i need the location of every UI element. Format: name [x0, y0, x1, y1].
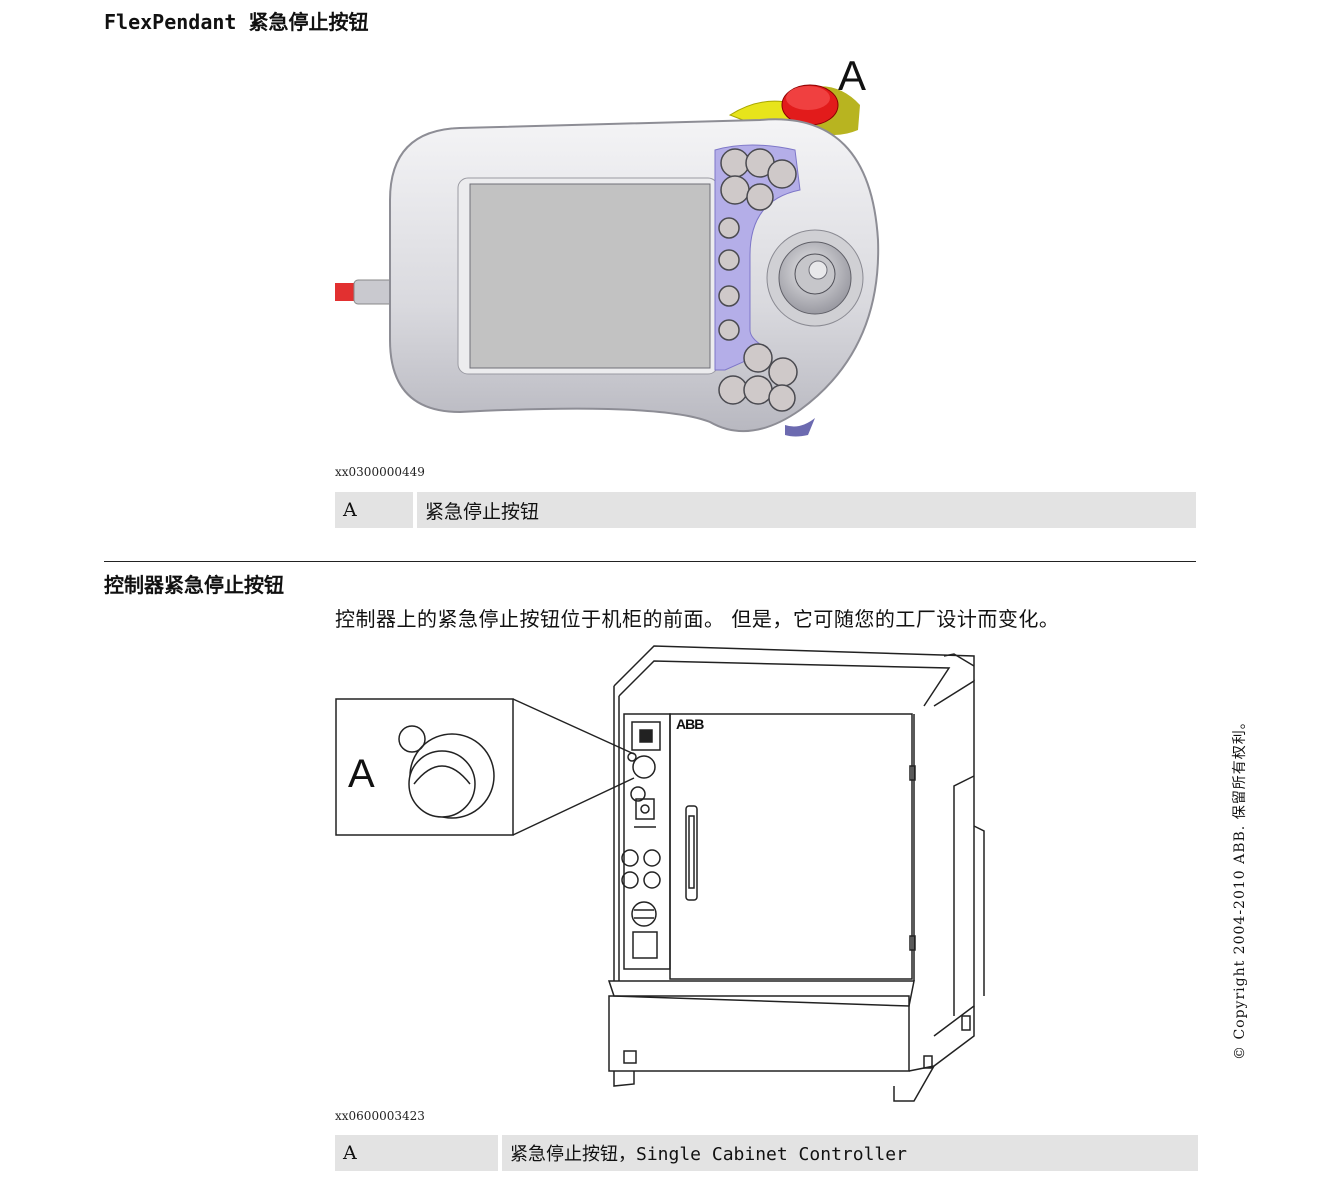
- figure-callout-a: A: [838, 52, 867, 99]
- key-10[interactable]: [743, 343, 773, 373]
- estop-button[interactable]: [632, 755, 656, 779]
- key-8[interactable]: [718, 285, 740, 307]
- cabinet-base: [608, 995, 910, 1072]
- section-divider: [104, 561, 1196, 562]
- inset-callout-a: A: [348, 752, 375, 796]
- key-11[interactable]: [768, 357, 798, 387]
- cabinet-door: [669, 713, 913, 980]
- inset-estop-button: [408, 750, 476, 818]
- key-7[interactable]: [718, 249, 740, 271]
- legend-value: 紧急停止按钮: [425, 500, 540, 523]
- key-14[interactable]: [768, 384, 796, 412]
- key-4[interactable]: [720, 175, 750, 205]
- flexpendant-illustration: [335, 84, 880, 437]
- cable-connector: [335, 283, 355, 301]
- key-5[interactable]: [746, 183, 774, 211]
- abb-logo: ABB: [676, 716, 704, 732]
- key-1[interactable]: [720, 148, 750, 178]
- legend-value: 紧急停止按钮，Single Cabinet Controller: [510, 1144, 907, 1165]
- figure-id: xx0300000449: [335, 465, 425, 479]
- key-3[interactable]: [767, 159, 797, 189]
- legend-table: A 紧急停止按钮: [335, 492, 1196, 528]
- legend-key: A: [343, 499, 357, 521]
- figure-id: xx0600003423: [335, 1109, 425, 1123]
- zoom-lines: [512, 698, 635, 836]
- key-9[interactable]: [718, 319, 740, 341]
- copyright-notice: © Copyright 2004-2010 ABB. 保留所有权利。: [1232, 714, 1248, 1060]
- section-heading-flexpendant: FlexPendant 紧急停止按钮: [104, 10, 369, 34]
- touch-screen[interactable]: [469, 183, 711, 369]
- inset-key-ring: [398, 725, 426, 753]
- key-13[interactable]: [743, 375, 773, 405]
- body-paragraph: 控制器上的紧急停止按钮位于机柜的前面。 但是，它可随您的工厂设计而变化。: [335, 607, 1060, 631]
- door-handle[interactable]: [685, 805, 698, 901]
- section-heading-controller: 控制器紧急停止按钮: [104, 573, 284, 597]
- key-6[interactable]: [718, 217, 740, 239]
- controller-cabinet-illustration: [335, 645, 985, 1102]
- legend-table: A 紧急停止按钮，Single Cabinet Controller: [335, 1135, 1198, 1171]
- legend-key: A: [343, 1142, 357, 1164]
- key-12[interactable]: [718, 375, 748, 405]
